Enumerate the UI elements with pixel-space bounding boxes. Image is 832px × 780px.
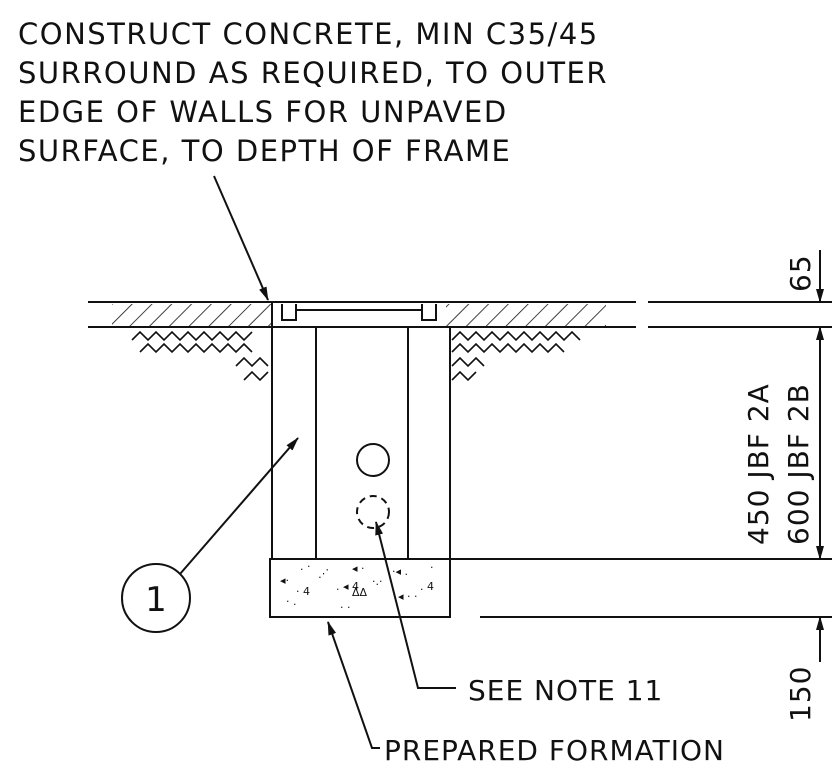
svg-text:· ·: · · (340, 601, 351, 614)
svg-text:ΔΔ: ΔΔ (352, 586, 368, 599)
dimension-depth: 450 JBF 2A 600 JBF 2B (742, 326, 824, 560)
right-wall (407, 326, 451, 560)
pipe-outlet-circle (356, 443, 390, 477)
construction-note: CONSTRUCT CONCRETE, MIN C35/45 SURROUND … (18, 17, 608, 168)
note-line-1: CONSTRUCT CONCRETE, MIN C35/45 (18, 17, 599, 51)
svg-text:. ◂ 4: . ◂ 4 (336, 580, 359, 593)
svg-text:◂·: ◂· (280, 574, 289, 587)
frame (271, 302, 437, 327)
svg-text:·: · (430, 561, 434, 574)
ground-surface (88, 301, 832, 328)
callout-1-leader (179, 437, 299, 575)
svg-text:· .: · . (286, 595, 297, 608)
svg-text:⋰: ⋰ (318, 567, 329, 580)
svg-text:◂ · ·: ◂ · · (398, 590, 418, 603)
soil-hatch-right (451, 330, 581, 382)
dim-600-text: 600 JBF 2B (782, 383, 815, 545)
pipe-inlet-dashed-circle (356, 495, 390, 529)
svg-text:. ·: . · (300, 560, 311, 573)
svg-text:·◂ .: ·◂ . (392, 565, 408, 578)
svg-text:· 4: · 4 (296, 585, 310, 598)
svg-text:·.·: ·.· (372, 575, 383, 588)
dim-150-text: 150 (784, 666, 817, 722)
formation-label: PREPARED FORMATION (384, 734, 725, 767)
svg-text:◂ ·: ◂ · (352, 562, 365, 575)
dim-450-text: 450 JBF 2A (742, 383, 775, 545)
surround-hatch-left (112, 304, 272, 326)
surround-hatch-right (446, 304, 606, 326)
formation-leader (327, 621, 380, 749)
callout-1-circle (121, 563, 191, 633)
dim-65-text: 65 (784, 254, 817, 292)
note-leader-arrow (213, 175, 269, 301)
note-line-4: SURFACE, TO DEPTH OF FRAME (18, 134, 511, 168)
see-note-leader (375, 521, 456, 689)
dimension-65: 65 (784, 250, 824, 303)
soil-hatch-left (131, 330, 269, 382)
svg-text:. 4: . 4 (420, 580, 434, 593)
concrete-base (269, 558, 451, 618)
note-line-3: EDGE OF WALLS FOR UNPAVED (18, 95, 508, 129)
dimension-150: 150 (784, 616, 824, 722)
note-line-2: SURROUND AS REQUIRED, TO OUTER (18, 56, 608, 90)
concrete-aggregate: ◂· · 4 ⋰ . ◂ 4 ◂ · ΔΔ ·.· ·◂ . ◂ · · . 4… (280, 560, 434, 614)
see-note-label: SEE NOTE 11 (468, 674, 663, 707)
callout-1-number: 1 (145, 580, 167, 620)
